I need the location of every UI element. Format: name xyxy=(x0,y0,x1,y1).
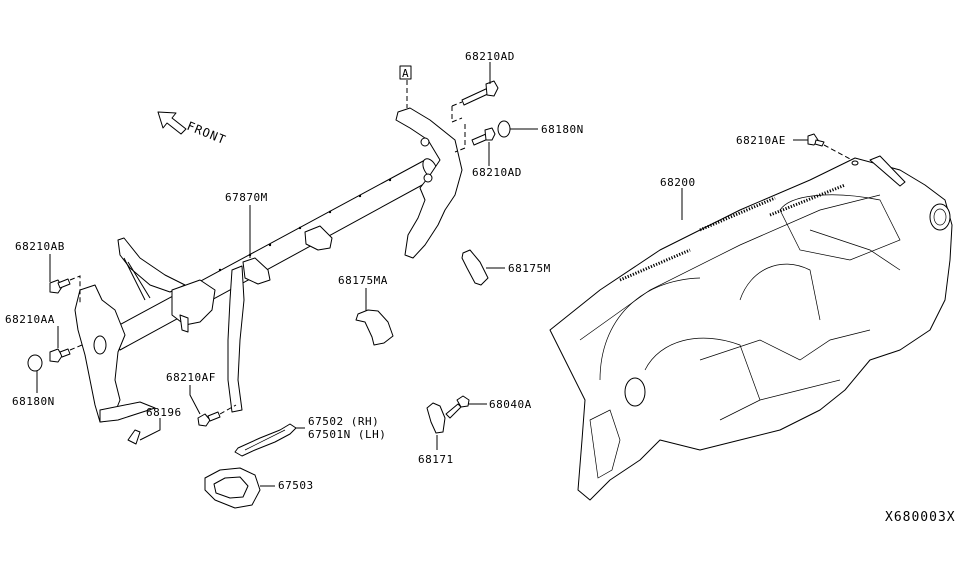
cap-68180n-upper[interactable] xyxy=(497,120,538,138)
bolt-68210ab[interactable] xyxy=(49,278,71,294)
callout-68180n-lower[interactable]: 68180N xyxy=(12,395,55,408)
callout-68180n-upper[interactable]: 68180N xyxy=(541,123,584,136)
diagram-reference-code: X680003X xyxy=(885,510,956,525)
bracket-68175m[interactable] xyxy=(461,249,505,286)
bracket-68175ma[interactable] xyxy=(355,288,394,346)
front-indicator: FRONT xyxy=(157,111,228,147)
clip-68040a[interactable] xyxy=(445,395,487,419)
bracket-67503[interactable] xyxy=(204,467,275,509)
bolt-68210ad-upper[interactable] xyxy=(461,80,499,106)
bolt-68210ae[interactable] xyxy=(793,133,853,161)
bolt-68210af[interactable] xyxy=(189,385,237,427)
callout-68210aa[interactable]: 68210AA xyxy=(5,313,55,326)
front-arrow-icon xyxy=(157,111,187,135)
bracket-68171[interactable] xyxy=(426,402,446,450)
callout-68210ab[interactable]: 68210AB xyxy=(15,240,65,253)
callout-67501n-lh[interactable]: 67501N (LH) xyxy=(308,428,386,441)
bracket-67502-67501n[interactable] xyxy=(234,423,305,457)
view-marker[interactable]: A xyxy=(399,65,412,108)
callout-68210ad-upper[interactable]: 68210AD xyxy=(465,50,515,63)
callout-68210ae[interactable]: 68210AE xyxy=(736,134,786,147)
callout-68196[interactable]: 68196 xyxy=(146,406,182,419)
callout-68175m[interactable]: 68175M xyxy=(508,262,551,275)
callout-68210af[interactable]: 68210AF xyxy=(166,371,216,384)
callout-68210ad-lower[interactable]: 68210AD xyxy=(472,166,522,179)
callout-68175ma[interactable]: 68175MA xyxy=(338,274,388,287)
dash-panel-68200[interactable] xyxy=(549,155,953,501)
callout-67870m[interactable]: 67870M xyxy=(225,191,268,204)
front-label: FRONT xyxy=(185,119,228,147)
bolt-68210aa[interactable] xyxy=(49,344,83,363)
bolt-68210ad-lower[interactable] xyxy=(471,127,496,146)
callout-67502-rh[interactable]: 67502 (RH) xyxy=(308,415,379,428)
steering-member[interactable] xyxy=(74,107,463,423)
cap-68180n-lower[interactable] xyxy=(27,354,43,393)
bracket-68196[interactable] xyxy=(127,418,161,445)
callout-68040a[interactable]: 68040A xyxy=(489,398,532,411)
view-marker-label: A xyxy=(402,67,409,80)
callout-68200[interactable]: 68200 xyxy=(660,176,696,189)
callout-67503[interactable]: 67503 xyxy=(278,479,314,492)
callout-68171[interactable]: 68171 xyxy=(418,453,454,466)
